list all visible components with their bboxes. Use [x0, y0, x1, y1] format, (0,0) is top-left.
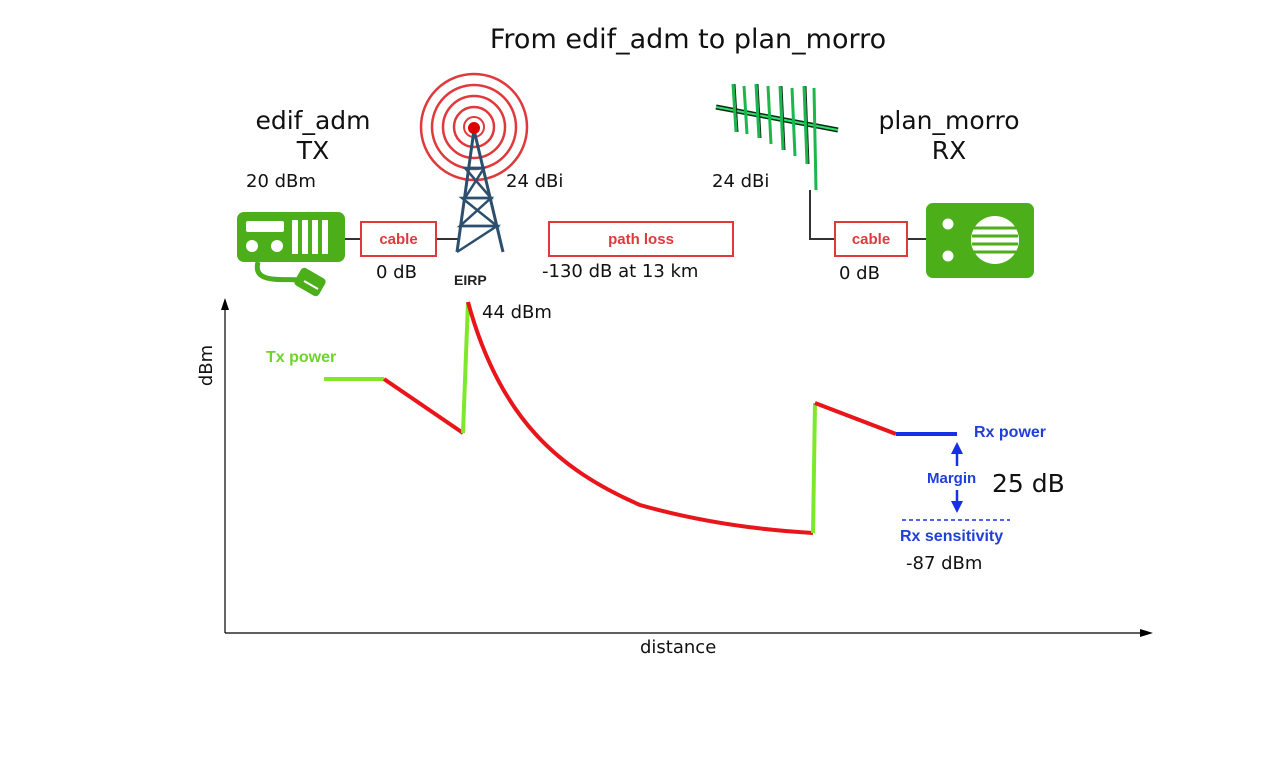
rx-antenna-gain: 24 dBi — [712, 171, 770, 192]
rx-sensitivity-label: Rx sensitivity — [900, 528, 1004, 545]
tx-antenna-gain-segment — [461, 301, 470, 434]
rx-power-label: Rx power — [974, 424, 1047, 441]
path-loss-curve — [466, 301, 814, 535]
tx-antenna-gain: 24 dBi — [506, 171, 564, 192]
tx-site-name: edif_adm — [255, 106, 371, 135]
tx-power-value: 20 dBm — [246, 171, 316, 192]
rx-cable-loss: 0 dB — [839, 263, 880, 284]
eirp-value: 44 dBm — [482, 302, 552, 323]
radio-tower-icon — [419, 72, 529, 254]
rx-site-name: plan_morro — [878, 106, 1020, 135]
y-axis-arrow — [221, 298, 229, 310]
radio-transmitter-icon — [237, 212, 345, 297]
rx-cable-box: cable — [834, 221, 908, 257]
tx-role: TX — [296, 136, 330, 165]
x-axis-label: distance — [640, 637, 717, 658]
eirp-label: EIRP — [454, 272, 487, 288]
rx-sensitivity-value: -87 dBm — [906, 553, 983, 574]
rx-antenna-connector-line — [809, 190, 836, 240]
diagram-title: From edif_adm to plan_morro — [489, 24, 887, 55]
tx-cable-box: cable — [360, 221, 437, 257]
rx-antenna-gain-segment — [811, 402, 817, 534]
tx-cable-loss-segment — [382, 377, 465, 435]
y-axis-label: dBm — [196, 344, 218, 387]
tx-power-label: Tx power — [266, 349, 337, 366]
margin-label: Margin — [927, 470, 977, 487]
radio-receiver-icon — [926, 203, 1034, 278]
rx-role: RX — [931, 136, 967, 165]
rx-cable-loss-segment — [814, 401, 897, 436]
x-axis-arrow — [1140, 629, 1153, 637]
margin-value: 25 dB — [992, 469, 1065, 498]
path-loss-box: path loss — [548, 221, 734, 257]
yagi-antenna-icon — [715, 83, 839, 191]
tx-cable-loss: 0 dB — [376, 262, 417, 283]
path-loss-value: -130 dB at 13 km — [542, 261, 699, 282]
